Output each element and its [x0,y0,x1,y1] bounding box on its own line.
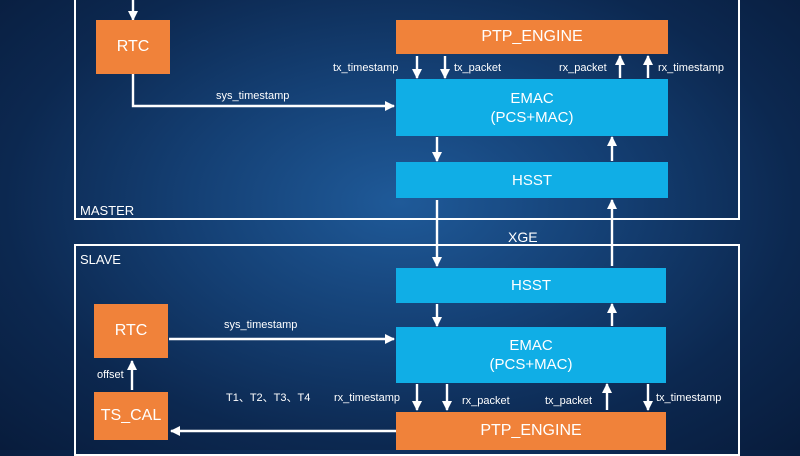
slave-ptp-engine-block: PTP_ENGINE [396,412,666,450]
slave-label: SLAVE [80,252,121,267]
master-tx-timestamp-label: tx_timestamp [333,62,399,74]
master-frame [74,0,740,220]
master-ptp-engine-block: PTP_ENGINE [396,20,668,54]
slave-emac-subtitle: (PCS+MAC) [489,356,573,373]
slave-tx-packet-label: tx_packet [545,395,593,407]
master-rx-timestamp-label: rx_timestamp [658,62,725,74]
slave-tx-timestamp-label: tx_timestamp [656,392,722,404]
master-hsst-block: HSST [396,162,668,198]
slave-hsst-block: HSST [396,268,666,303]
slave-emac-block: EMAC (PCS+MAC) [396,327,666,383]
master-label: MASTER [80,203,135,218]
slave-emac-title: EMAC [509,337,553,354]
slave-ts-cal-block: TS_CAL [94,392,168,440]
master-rx-packet-label: rx_packet [559,62,607,74]
xge-link-label: XGE [508,229,538,245]
slave-rx-timestamp-label: rx_timestamp [334,392,401,404]
master-sys-timestamp-label: sys_timestamp [216,90,290,102]
master-emac-title: EMAC [510,89,554,107]
master-emac-subtitle: (PCS+MAC) [490,108,574,126]
slave-rtc-block: RTC [94,304,168,358]
master-tx-packet-label: tx_packet [454,62,502,74]
slave-t-values-label: T1、T2、T3、T4 [226,392,311,404]
slave-rx-packet-label: rx_packet [462,395,510,407]
slave-sys-timestamp-label: sys_timestamp [224,319,298,331]
master-emac-block: EMAC (PCS+MAC) [396,79,668,136]
master-rtc-block: RTC [96,20,170,74]
slave-offset-label: offset [97,369,124,381]
